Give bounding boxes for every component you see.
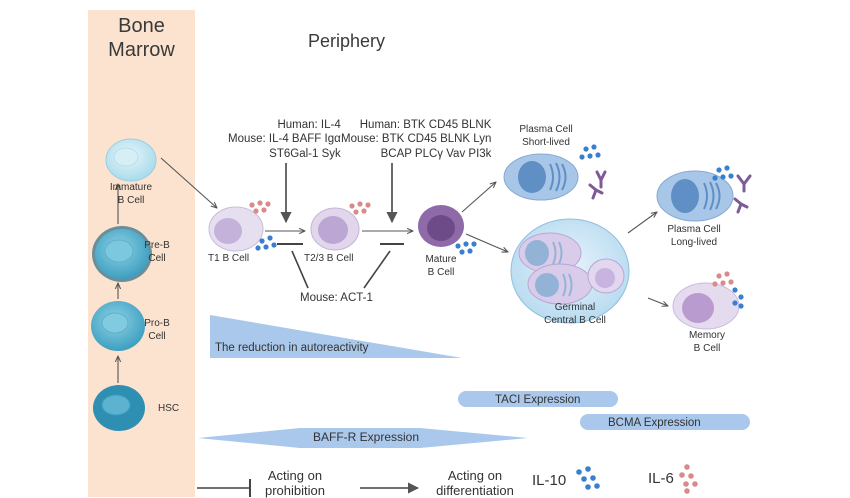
plasma-short-antibodies (588, 170, 607, 200)
mature-b-cell (418, 205, 464, 247)
label-taci: TACI Expression (495, 394, 581, 406)
label-hsc: HSC (158, 403, 180, 414)
signals-inhibitor: Mouse: ACT-1 (300, 292, 373, 304)
legend-activate-label: Acting on differentiation (436, 468, 514, 498)
label-immature: Immature B Cell (109, 182, 153, 206)
plasma-short-il10-dots (579, 144, 601, 160)
t23-b-cell (310, 207, 360, 251)
pre-b-cell (92, 226, 152, 282)
inhibit-path-2 (363, 250, 391, 289)
legend-il6-dots (679, 464, 698, 494)
plasma-cell-long (656, 170, 734, 222)
label-autoreactivity: The reduction in autoreactivity (215, 342, 369, 354)
label-mature: Mature B Cell (425, 254, 457, 278)
label-plasma-long: Plasma Cell Long-lived (667, 224, 721, 248)
label-pro-b: Pro-B Cell (144, 318, 170, 342)
signals-t1-t2: Human: IL-4 Mouse: IL-4 BAFF Igα ST6Gal-… (228, 119, 341, 160)
label-plasma-short: Plasma Cell Short-lived (519, 124, 573, 148)
bcma-bar (580, 414, 750, 430)
legend-inhibit-label: Acting on prohibition (265, 468, 325, 498)
signals-t2-mature: Human: BTK CD45 BLNK Mouse: BTK CD45 BLN… (341, 119, 492, 160)
legend-il6-label: IL-6 (648, 470, 674, 487)
plasma-long-il10-dots (712, 165, 734, 181)
memory-b-cell (672, 282, 740, 330)
inhibit-path-1 (291, 250, 309, 289)
label-memory: Memory B Cell (688, 330, 726, 354)
arrow-mature-to-plasma-short (461, 182, 496, 213)
label-t1: T1 B Cell (208, 253, 250, 264)
heading-bone-marrow: Bone Marrow (108, 15, 175, 61)
memory-il6-dots (712, 271, 734, 287)
plasma-long-antibodies (733, 174, 752, 214)
baffr-bar (198, 428, 528, 448)
arrow-mature-to-germinal (465, 233, 508, 252)
t23-il6-dots (349, 201, 371, 215)
legend-il10-label: IL-10 (532, 472, 567, 489)
germinal-center (510, 218, 630, 324)
t1-b-cell (208, 206, 264, 252)
t1-il6-dots (249, 200, 271, 214)
heading-periphery: Periphery (308, 31, 386, 51)
label-t23: T2/3 B Cell (304, 253, 354, 264)
autoreactivity-wedge (210, 315, 462, 358)
label-bcma: BCMA Expression (608, 417, 701, 429)
plasma-cell-short (503, 153, 579, 201)
label-baffr: BAFF-R Expression (313, 430, 420, 444)
taci-bar (458, 391, 618, 407)
mature-il10-dots (455, 241, 477, 255)
arrow-immature-to-t1 (160, 157, 217, 208)
label-germinal: Germinal Central B Cell (544, 302, 606, 326)
arrow-germinal-to-memory (647, 297, 668, 306)
hsc-cell (93, 385, 145, 431)
arrow-germinal-to-plasma-long (627, 212, 657, 234)
t1-il10-dots (255, 235, 277, 251)
label-pre-b: Pre-B Cell (144, 240, 170, 264)
pro-b-cell (91, 301, 145, 351)
legend-il10-dots (576, 466, 600, 490)
immature-b-cell (105, 138, 157, 182)
memory-il10-dots (732, 287, 744, 309)
